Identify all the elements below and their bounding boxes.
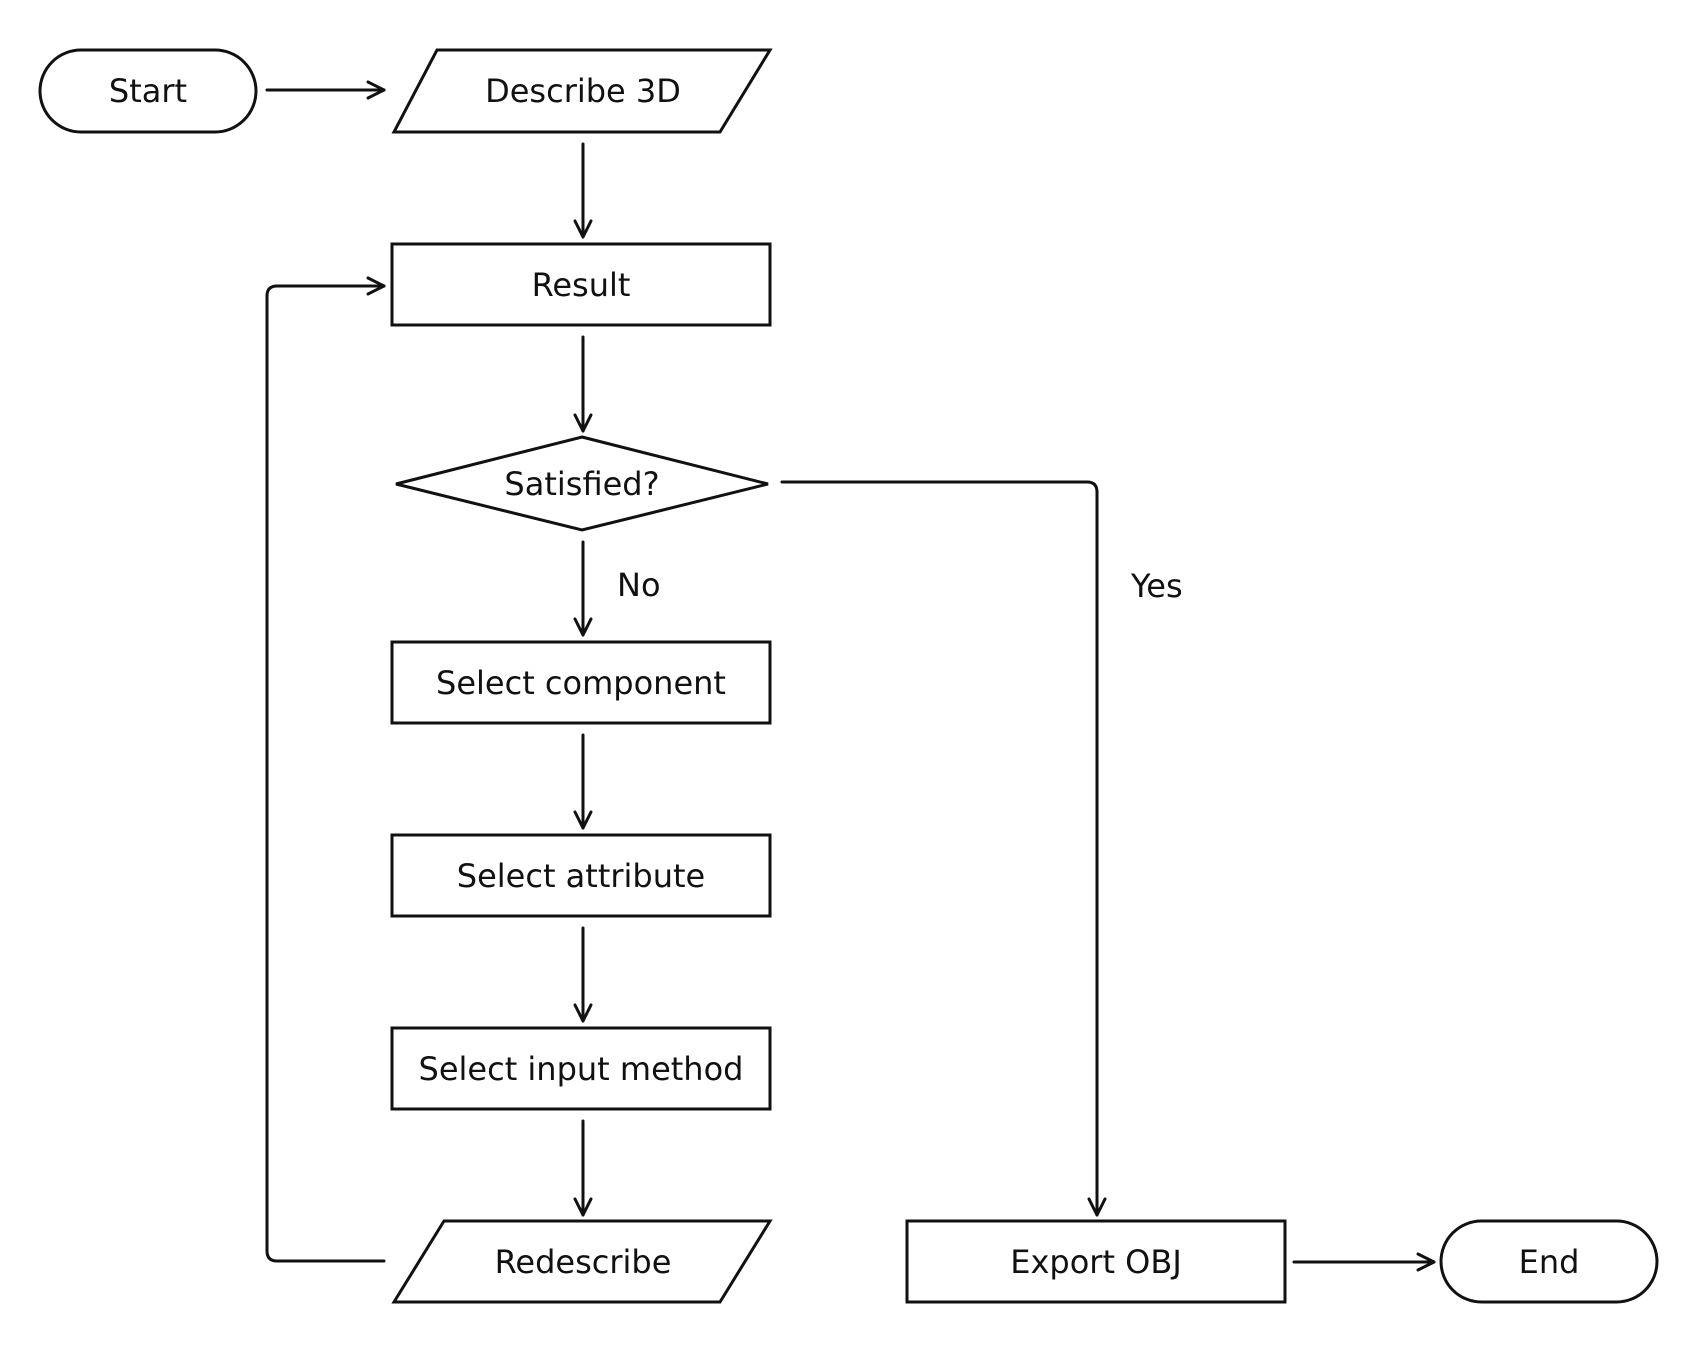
select-attribute-node: Select attribute <box>390 833 772 918</box>
describe-3d-label: Describe 3D <box>485 72 681 110</box>
export-obj-node: Export OBJ <box>905 1219 1287 1304</box>
start-node: Start <box>38 48 258 134</box>
select-component-label: Select component <box>436 664 726 702</box>
redescribe-label: Redescribe <box>495 1243 672 1281</box>
select-component-node: Select component <box>390 640 772 725</box>
start-node-label: Start <box>109 72 187 110</box>
result-node: Result <box>390 242 772 327</box>
select-input-method-node: Select input method <box>390 1026 772 1111</box>
edge-redescribe-loop-to-result <box>265 276 386 1263</box>
satisfied-decision-node: Satisfied? <box>395 435 769 532</box>
select-input-method-label: Select input method <box>419 1050 744 1088</box>
end-node-label: End <box>1519 1243 1580 1281</box>
edge-label-no: No <box>617 566 661 604</box>
select-attribute-label: Select attribute <box>457 857 705 895</box>
satisfied-label: Satisfied? <box>504 465 659 503</box>
describe-3d-node: Describe 3D <box>391 48 773 134</box>
end-node: End <box>1439 1219 1659 1304</box>
edge-label-yes: Yes <box>1130 567 1183 605</box>
export-obj-label: Export OBJ <box>1010 1243 1182 1281</box>
redescribe-node: Redescribe <box>391 1219 773 1304</box>
edge-satisfied-to-export <box>780 480 1107 1217</box>
result-label: Result <box>532 266 631 304</box>
